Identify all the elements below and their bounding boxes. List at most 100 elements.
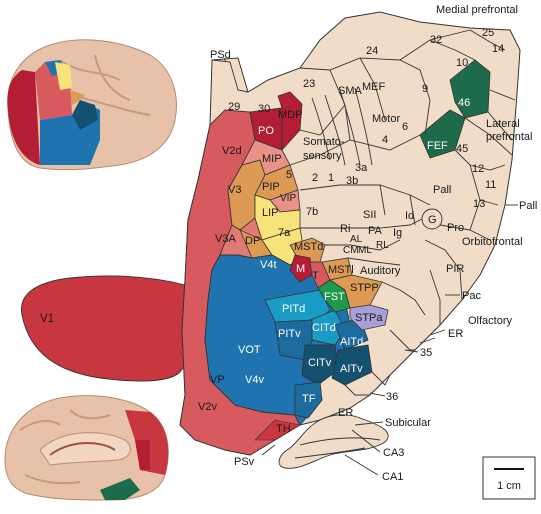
label-PO: PO <box>258 125 274 137</box>
scale-bar: 1 cm <box>482 456 536 500</box>
label-Pro: Pro <box>447 222 464 234</box>
label-12: 12 <box>472 163 484 175</box>
region-STPa <box>349 304 389 331</box>
label-46: 46 <box>458 97 470 109</box>
label-2: 2 <box>312 172 318 184</box>
label-4: 4 <box>382 134 388 146</box>
callout-ca3: CA3 <box>383 447 404 459</box>
label-7a: 7a <box>278 227 291 239</box>
label-3a: 3a <box>355 162 368 174</box>
label-30: 30 <box>258 103 270 115</box>
label-29: 29 <box>228 101 240 113</box>
label-AL: AL <box>350 234 363 245</box>
boundary-lines <box>211 29 516 396</box>
callout-35: 35 <box>420 347 432 359</box>
label-DP: DP <box>245 235 260 247</box>
label-3b: 3b <box>346 175 358 187</box>
label-PITd: PITd <box>282 303 305 315</box>
label-11: 11 <box>485 179 496 191</box>
label-Pall-inner: Pall <box>433 184 451 196</box>
region-TF <box>294 381 323 419</box>
label-Id: Id <box>405 210 414 222</box>
label-25: 25 <box>482 27 494 39</box>
label-RL: RL <box>376 240 389 251</box>
region-LIP <box>254 194 301 241</box>
callout-subicular: Subicular <box>385 417 431 429</box>
label-45: 45 <box>456 143 468 155</box>
label-Ig: Ig <box>393 227 402 239</box>
label-TF: TF <box>302 393 316 405</box>
label-SII: SII <box>363 209 376 221</box>
callout-er: ER <box>448 328 463 340</box>
label-G: G <box>428 214 437 226</box>
label-MEF: MEF <box>362 81 386 93</box>
label-V2v: V2v <box>198 401 217 413</box>
label-14: 14 <box>492 43 504 55</box>
label-LIP: LIP <box>262 207 279 219</box>
label-VOT: VOT <box>238 344 261 356</box>
hippocampal-formation <box>278 414 389 469</box>
label-T: T <box>312 270 319 282</box>
label-VP: VP <box>210 374 225 386</box>
region-AITv <box>331 344 373 386</box>
label-32: 32 <box>430 34 442 46</box>
label-Somato: Somato- <box>303 136 345 148</box>
callout-orbitofrontal: Orbitofrontal <box>462 236 523 248</box>
label-V3A: V3A <box>215 233 236 245</box>
region-TH <box>254 419 301 441</box>
label-V2d: V2d <box>222 145 242 157</box>
scale-bar-label: 1 cm <box>497 480 521 492</box>
label-CITv: CITv <box>308 357 332 369</box>
callout-36: 36 <box>386 391 398 403</box>
label-SMA: SMA <box>338 85 363 97</box>
callout-medial-prefrontal: Medial prefrontal <box>436 4 518 16</box>
label-Motor: Motor <box>372 113 400 125</box>
label-sensory: sensory <box>303 150 342 162</box>
label-V4t: V4t <box>260 259 277 271</box>
label-23: 23 <box>303 78 315 90</box>
label-6: 6 <box>402 121 408 133</box>
callout-pall: Pall <box>519 200 537 212</box>
callout-pac: Pac <box>462 290 481 302</box>
label-MDP: MDP <box>278 109 302 121</box>
medial-brain-thumbnail <box>4 395 169 501</box>
label-10: 10 <box>456 57 468 69</box>
label-FEF: FEF <box>427 140 448 152</box>
label-AITd: AITd <box>340 336 363 348</box>
label-CM: CM <box>343 245 359 256</box>
label-AITv: AITv <box>340 363 363 375</box>
label-V1: V1 <box>40 313 54 325</box>
callout-olfactory: Olfactory <box>468 315 513 327</box>
lateral-brain-thumbnail <box>7 39 177 171</box>
label-PSd: PSd <box>210 49 231 61</box>
label-V3: V3 <box>228 184 241 196</box>
region-G <box>421 208 443 230</box>
label-FST: FST <box>324 291 345 303</box>
callout-lines <box>224 58 518 476</box>
label-CITd: CITd <box>312 322 336 334</box>
label-VIP: VIP <box>280 193 296 204</box>
callout-psv: PSv <box>234 456 255 468</box>
label-MSTd: MSTd <box>294 241 323 253</box>
label-13: 13 <box>473 198 485 210</box>
label-PA: PA <box>368 225 383 237</box>
label-TH: TH <box>276 423 291 435</box>
callout-lateral: Lateral <box>486 118 520 130</box>
label-9: 9 <box>422 83 428 95</box>
label-M: M <box>296 263 305 275</box>
callout-prefrontal: prefrontal <box>486 131 532 143</box>
label-7b: 7b <box>306 206 318 218</box>
label-Auditory: Auditory <box>360 265 401 277</box>
region-FEF <box>419 109 466 159</box>
label-PITv: PITv <box>278 328 301 340</box>
region-M <box>289 254 313 283</box>
label-1: 1 <box>328 172 334 184</box>
label-24: 24 <box>366 45 378 57</box>
label-PIR: PIR <box>446 263 464 275</box>
label-PIP: PIP <box>262 181 280 193</box>
label-MIP: MIP <box>262 153 282 165</box>
label-5: 5 <box>286 169 292 181</box>
label-V4v: V4v <box>245 374 264 386</box>
label-MSTl: MSTl <box>328 264 354 276</box>
